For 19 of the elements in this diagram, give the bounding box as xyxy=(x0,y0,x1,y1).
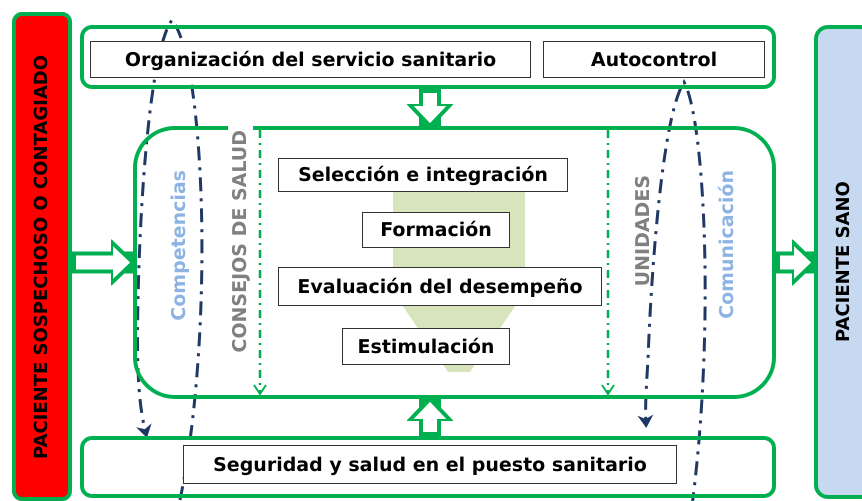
block-arrow xyxy=(776,240,816,286)
step-box: Autocontrol xyxy=(543,41,765,78)
step-box: Evaluación del desempeño xyxy=(278,267,602,306)
step-box: Formación xyxy=(362,212,510,248)
block-arrow xyxy=(407,397,453,436)
step-box: Selección e integración xyxy=(278,158,568,192)
side-label: UNIDADES xyxy=(634,175,653,286)
step-box: Estimulación xyxy=(342,328,510,365)
process-panel xyxy=(133,126,776,399)
step-box: Organización del servicio sanitario xyxy=(90,41,531,78)
side-label: Competencias xyxy=(170,170,189,321)
block-arrow xyxy=(407,89,453,128)
block-arrow xyxy=(72,240,135,286)
status-panel: PACIENTE SOSPECHOSO O CONTAGIADO xyxy=(12,12,72,501)
status-panel: PACIENTE SANO xyxy=(814,25,862,499)
panel xyxy=(80,436,776,498)
panel xyxy=(80,25,776,89)
side-label: Comunicación xyxy=(718,170,737,319)
step-box: Seguridad y salud en el puesto sanitario xyxy=(183,445,677,484)
